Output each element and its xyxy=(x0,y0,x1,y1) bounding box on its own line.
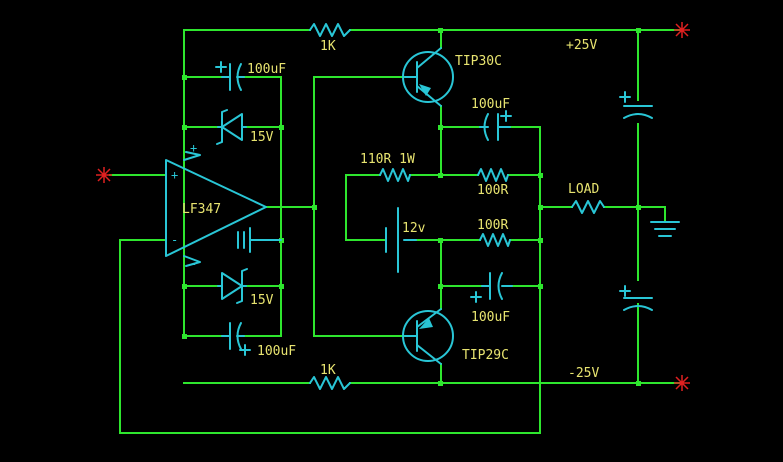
opamp-lf347 xyxy=(165,151,282,267)
capacitor-neg-rail xyxy=(619,285,653,311)
capacitor-bottom-right xyxy=(470,272,513,303)
capacitor-top-right xyxy=(479,110,512,141)
label-q-bottom: TIP29C xyxy=(462,348,509,363)
resistor-100r-bottom xyxy=(479,233,511,247)
label-zener-top: 15V xyxy=(250,130,274,145)
resistor-110r xyxy=(379,168,411,182)
resistor-1k-top xyxy=(309,23,351,37)
label-r-bias: 110R 1W xyxy=(360,152,415,167)
label-c-top-left: 100uF xyxy=(247,62,286,77)
label-zener-bottom: 15V xyxy=(250,293,274,308)
label-opamp: LF347 xyxy=(182,202,221,217)
label-q-top: TIP30C xyxy=(455,54,502,69)
pos-rail-terminal xyxy=(674,22,690,38)
label-r-top: 1K xyxy=(320,39,336,54)
label-rail-neg: -25V xyxy=(568,366,599,381)
wires xyxy=(109,29,681,434)
label-rail-pos: +25V xyxy=(566,38,597,53)
neg-rail-terminal xyxy=(674,375,690,391)
zener-diode-top xyxy=(216,109,247,145)
resistor-1k-bottom xyxy=(309,376,351,390)
label-r-emit-top: 100R xyxy=(477,183,508,198)
opamp-supply-plus-mark: + xyxy=(190,141,197,155)
resistor-100r-top xyxy=(477,168,509,182)
capacitor-pos-rail xyxy=(619,91,653,119)
ground-icon xyxy=(650,221,680,237)
resistor-load xyxy=(571,200,605,214)
label-c-bottom-left: 100uF xyxy=(257,344,296,359)
label-battery: 12v xyxy=(402,221,426,236)
battery-12v xyxy=(385,207,417,273)
opamp-supply-minus-mark: - xyxy=(190,257,197,271)
zener-diode-bottom xyxy=(217,268,248,304)
label-r-emit-bottom: 100R xyxy=(477,218,508,233)
capacitor-bottom-left xyxy=(221,322,251,356)
label-c-bottom-right: 100uF xyxy=(471,310,510,325)
label-r-bottom: 1K xyxy=(320,363,336,378)
label-load: LOAD xyxy=(568,182,599,197)
capacitor-top-left xyxy=(215,61,245,91)
opamp-plus-input-mark: + xyxy=(171,168,178,182)
label-c-top-right: 100uF xyxy=(471,97,510,112)
transistor-tip30c xyxy=(402,47,454,107)
transistor-tip29c xyxy=(402,308,454,365)
opamp-minus-input-mark: - xyxy=(171,233,178,247)
input-terminal xyxy=(96,167,112,183)
